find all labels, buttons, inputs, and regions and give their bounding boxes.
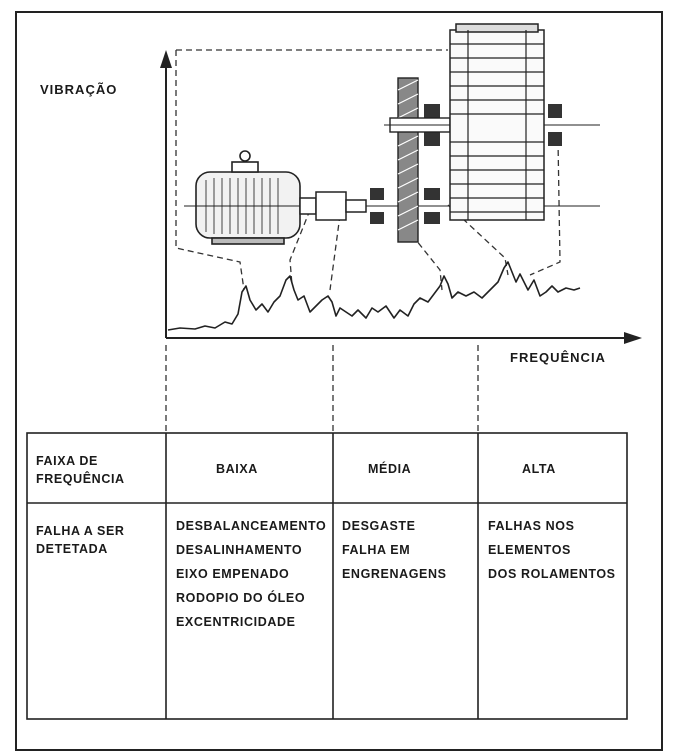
header-high: ALTA xyxy=(522,462,556,476)
coupling xyxy=(299,191,367,221)
faults-high: FALHAS NOS ELEMENTOS DOS ROLAMENTOS xyxy=(488,519,616,581)
outer-frame xyxy=(15,11,663,751)
electric-motor xyxy=(195,150,301,245)
faults-low: DESBALANCEAMENTO DESALINHAMENTO EIXO EMP… xyxy=(176,519,327,629)
faults-mid: DESGASTE FALHA EM ENGRENAGENS xyxy=(342,519,447,581)
vibration-axis-arrow xyxy=(160,50,172,68)
fault-table-grid xyxy=(26,432,628,720)
header-mid: MÉDIA xyxy=(368,462,412,476)
bearings xyxy=(370,104,562,224)
vibration-axis-label: VIBRAÇÃO xyxy=(40,82,118,97)
gear xyxy=(397,77,419,243)
header-frequency-range: FAIXA DE FREQUÊNCIA xyxy=(36,454,125,486)
vibration-spectrum-trace xyxy=(167,261,581,331)
frequency-axis-label: FREQUÊNCIA xyxy=(510,350,606,365)
row-fault-label: FALHA A SER DETETADA xyxy=(36,524,125,556)
frequency-axis-arrow xyxy=(624,332,642,344)
header-low: BAIXA xyxy=(216,462,258,476)
dashed-guides xyxy=(165,49,561,433)
fan-drum xyxy=(449,23,545,221)
